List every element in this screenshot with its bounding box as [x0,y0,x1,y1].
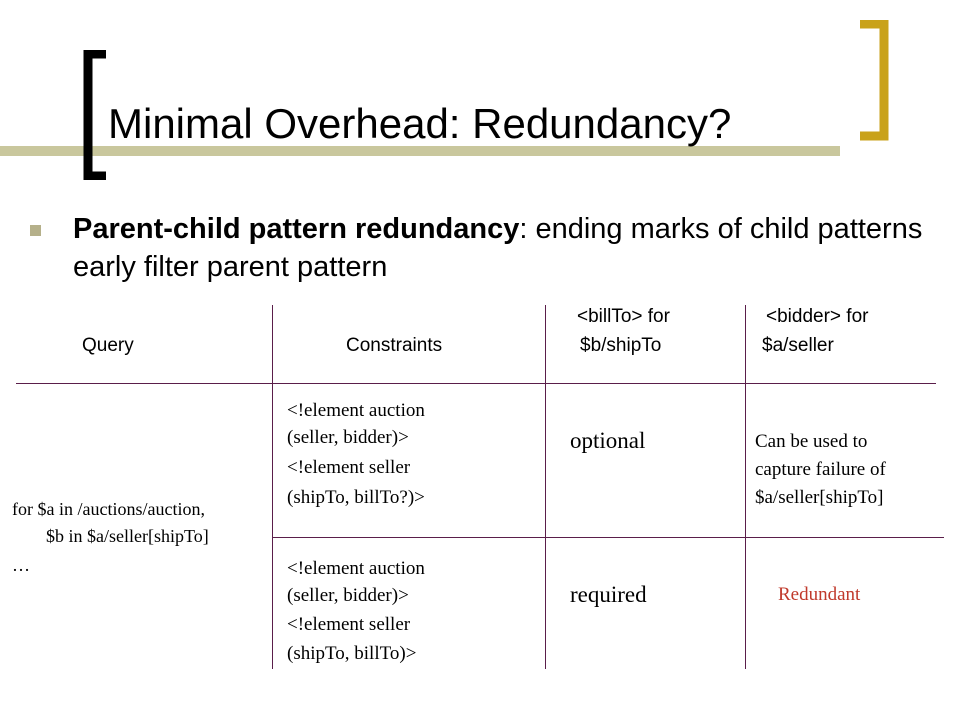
query-line-2: $b in $a/seller[shipTo] [46,526,209,546]
query-line-3: … [12,555,30,575]
row2-constraint-1: <!element auction [287,558,425,579]
bullet-text: Parent-child pattern redundancy: ending … [73,210,933,286]
row1-bidder-3: $a/seller[shipTo] [755,487,884,508]
row2-constraint-2: (seller, bidder)> [287,585,409,606]
table-col-divider-2 [545,305,546,669]
table-row-divider [272,537,944,538]
header-bidder-line2: $a/seller [762,335,834,356]
query-line-1: for $a in /auctions/auction, [12,499,205,519]
bullet-rest-text: : ending marks of child patterns early f… [73,213,923,283]
row1-constraint-3: <!element seller [287,457,411,478]
row2-bidder-redundant: Redundant [778,584,861,605]
row1-constraint-2: (seller, bidder)> [287,427,409,448]
row2-constraint-3: <!element seller [287,614,411,635]
header-query: Query [82,335,134,356]
left-bracket-icon [83,50,106,180]
table-col-divider-3 [745,305,746,669]
bullet-marker-icon [30,225,41,236]
row1-bidder-2: capture failure of [755,459,886,480]
row2-constraint-4: (shipTo, billTo)> [287,643,417,664]
table-header-divider [16,383,936,384]
title-underline-bar [0,146,840,156]
slide-title: Minimal Overhead: Redundancy? [108,100,732,147]
row2-billto: required [570,582,647,607]
header-constraints: Constraints [346,335,443,356]
row1-billto: optional [570,428,646,453]
row1-bidder-1: Can be used to [755,431,868,452]
row1-constraint-4: (shipTo, billTo?)> [287,487,425,508]
header-billto-line2: $b/shipTo [580,335,662,356]
header-bidder-line1: <bidder> for [766,306,869,327]
table-col-divider-1 [272,305,273,669]
bullet-bold-text: Parent-child pattern redundancy [73,213,520,245]
right-bracket-icon [860,20,889,141]
header-billto-line1: <billTo> for [577,306,670,327]
row1-constraint-1: <!element auction [287,400,425,421]
